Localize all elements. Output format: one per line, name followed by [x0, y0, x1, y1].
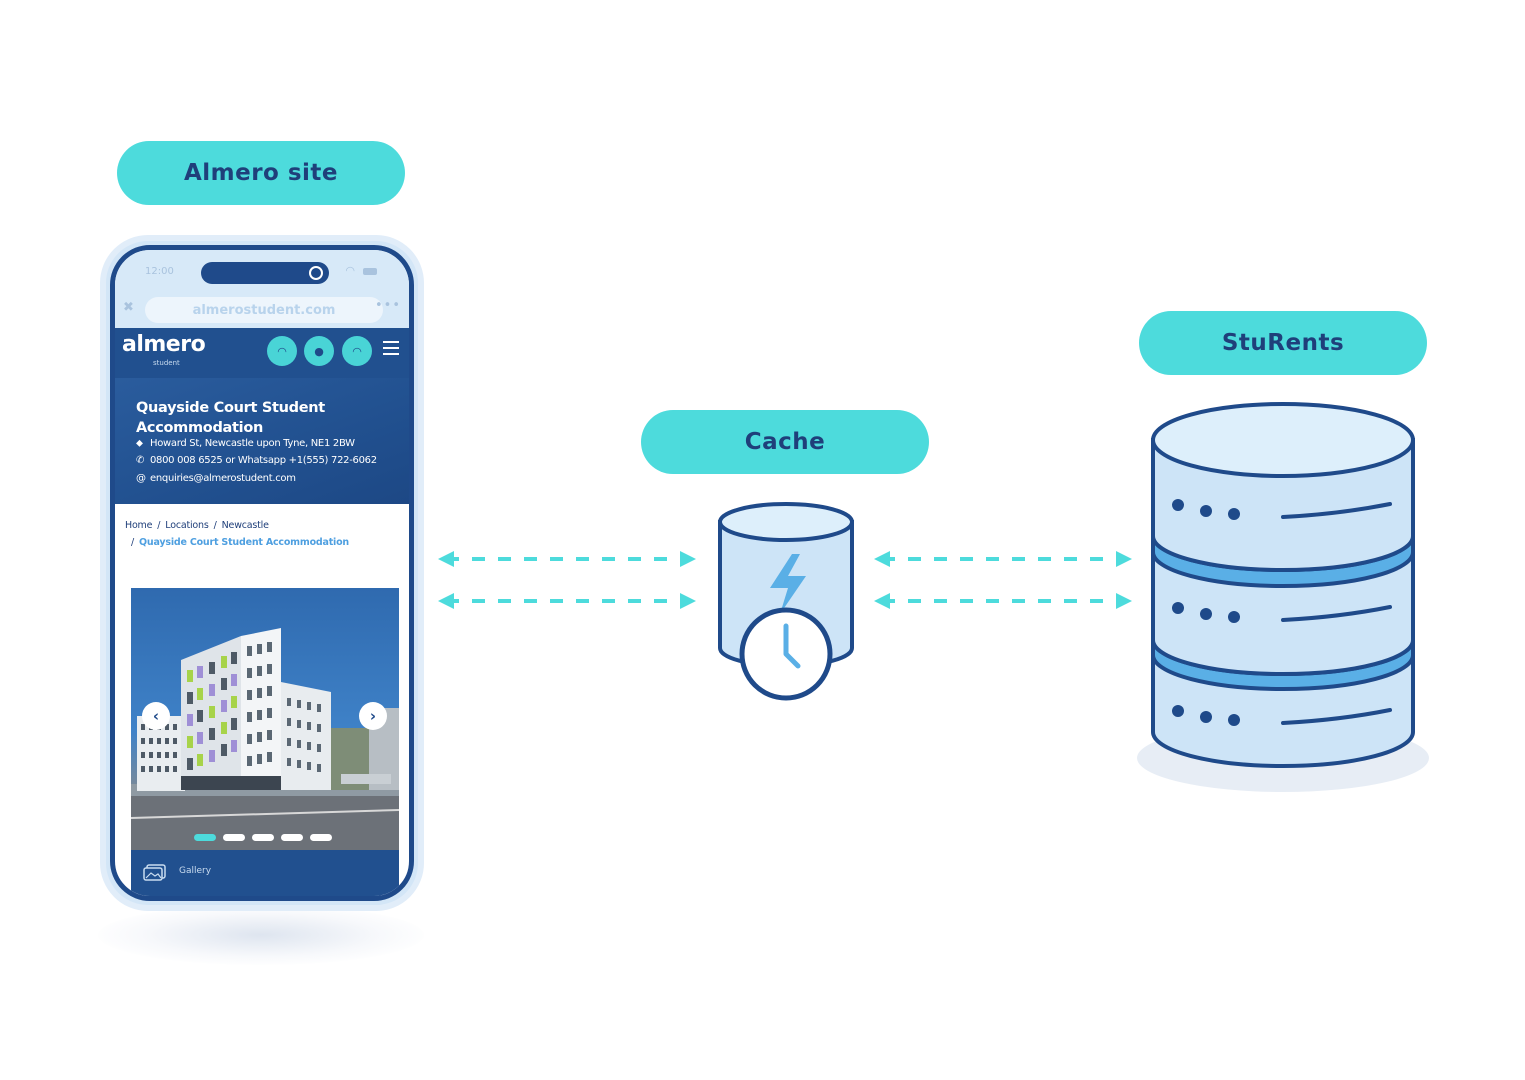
slide-dot[interactable] [223, 834, 245, 841]
location-pin-icon: ⬥ [136, 438, 143, 449]
phone-notch [201, 262, 329, 284]
sturents-label: StuRents [1139, 311, 1427, 375]
slide-dot[interactable] [194, 834, 216, 841]
breadcrumb-current: Quayside Court Student Accommodation [139, 537, 349, 548]
site-header: almero student ◠ ● ◠ [115, 328, 409, 378]
browser-bar: ✖ almerostudent.com ••• [115, 292, 409, 328]
phone-icon[interactable]: ◠ [267, 336, 297, 366]
status-time: 12:00 [145, 266, 174, 277]
almero-site-label: Almero site [117, 141, 405, 205]
slide-indicators [194, 834, 332, 841]
more-icon[interactable]: ••• [374, 298, 401, 313]
phone-shadow [98, 905, 424, 965]
property-address: ⬥ Howard St, Newcastle upon Tyne, NE1 2BW [136, 438, 355, 449]
breadcrumb: Home/Locations/Newcastle [125, 520, 269, 531]
menu-icon[interactable] [383, 341, 399, 359]
gallery-bar[interactable]: Gallery [131, 850, 399, 896]
email-text[interactable]: enquiries@almerostudent.com [150, 473, 296, 484]
user-icon[interactable]: ● [304, 336, 334, 366]
phone-mockup: 12:00 ◠ ✖ almerostudent.com ••• almero s… [100, 235, 424, 911]
chevron-right-icon[interactable]: › [359, 702, 387, 730]
slide-dot[interactable] [310, 834, 332, 841]
image-gallery-icon [143, 864, 166, 881]
battery-icon [363, 268, 377, 275]
property-phone: ✆ 0800 008 6525 or Whatsapp +1(555) 722-6… [136, 455, 377, 466]
breadcrumb-city[interactable]: Newcastle [221, 520, 269, 531]
cache-label: Cache [641, 410, 929, 474]
slide-dot[interactable] [281, 834, 303, 841]
breadcrumb-locations[interactable]: Locations [165, 520, 209, 531]
address-text: Howard St, Newcastle upon Tyne, NE1 2BW [150, 438, 355, 449]
headset-icon[interactable]: ◠ [342, 336, 372, 366]
breadcrumb-home[interactable]: Home [125, 520, 153, 531]
clock-icon [739, 607, 833, 701]
email-icon: @ [136, 473, 146, 484]
slide-dot[interactable] [252, 834, 274, 841]
phone-screen: 12:00 ◠ ✖ almerostudent.com ••• almero s… [110, 245, 414, 901]
logo-subtitle: student [153, 359, 180, 367]
close-icon[interactable]: ✖ [123, 300, 134, 315]
wifi-icon: ◠ [345, 264, 355, 277]
cache-icon [718, 502, 854, 701]
url-field[interactable]: almerostudent.com [145, 297, 383, 323]
hero-banner: Quayside Court Student Accommodation ⬥ Ho… [115, 378, 409, 504]
property-email: @ enquiries@almerostudent.com [136, 473, 296, 484]
phone-small-icon: ✆ [136, 455, 145, 466]
lightning-icon [770, 554, 806, 614]
camera-icon [309, 266, 323, 280]
phone-text: 0800 008 6525 or Whatsapp +1(555) 722-60… [150, 455, 377, 466]
chevron-left-icon[interactable]: ‹ [142, 702, 170, 730]
status-bar: 12:00 ◠ [115, 250, 409, 292]
property-title: Quayside Court Student Accommodation [136, 400, 325, 436]
database-icon [1137, 402, 1429, 792]
almero-logo[interactable]: almero [122, 332, 206, 357]
gallery-label: Gallery [179, 866, 212, 876]
breadcrumb-current-row: /Quayside Court Student Accommodation [131, 537, 349, 548]
photo-gallery: ‹ › [131, 588, 399, 850]
